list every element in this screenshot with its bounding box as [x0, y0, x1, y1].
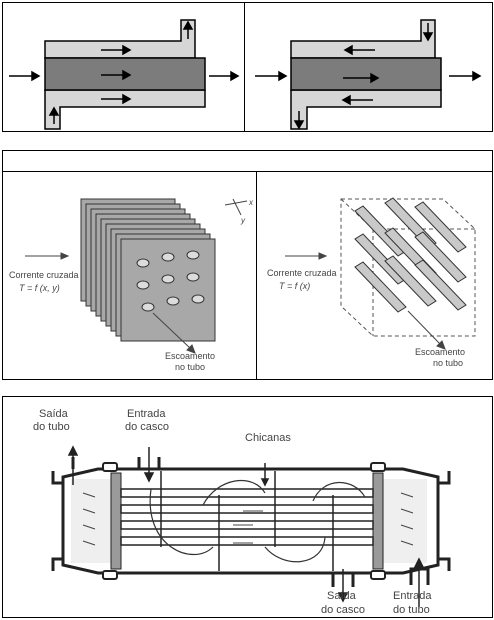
tube-flow-label-right-2: no tubo	[433, 358, 463, 368]
shell-outlet-label-2: do casco	[321, 604, 365, 616]
tube-outlet-label-1: Saída	[39, 408, 69, 420]
tube-flow-label-left-2: no tubo	[175, 362, 205, 372]
crossflow-label-left: Corrente cruzada	[9, 270, 79, 280]
tube-flow-label-left: Escoamento	[165, 351, 215, 361]
tube-outlet-label-2: do tubo	[33, 421, 70, 433]
crossflow-panel: x y Corrente cruzada T = f (x, y) Escoam…	[2, 150, 493, 380]
axis-y-label: y	[240, 216, 246, 225]
shell-inlet-label-1: Entrada	[127, 408, 166, 420]
tube-inlet-label-1: Entrada	[393, 590, 432, 602]
right-header	[383, 479, 427, 563]
shell-tube-diagram: Saída do tubo Entrada do casco Chicanas …	[3, 397, 493, 618]
counter-flow-diagram	[245, 3, 493, 132]
crossflow-diagrams: x y Corrente cruzada T = f (x, y) Escoam…	[3, 151, 493, 380]
tube-cylinders	[355, 198, 466, 312]
parallel-flow-diagram	[3, 3, 245, 132]
shell-outlet-label-1: Saída	[327, 590, 357, 602]
formula-left: T = f (x, y)	[19, 283, 60, 293]
formula-right: T = f (x)	[279, 281, 310, 291]
inner-channel	[291, 58, 441, 90]
tube-inlet-label-2: do tubo	[393, 604, 430, 616]
baffles-label: Chicanas	[245, 432, 291, 444]
tube-flow-label-right: Escoamento	[415, 347, 465, 357]
outer-channel-bottom	[291, 90, 441, 129]
left-header	[71, 479, 111, 563]
tube-sheet-left	[111, 473, 121, 569]
counter-flow-panel	[244, 2, 493, 132]
crossflow-label-right: Corrente cruzada	[267, 268, 337, 278]
axis-x-label: x	[248, 198, 254, 207]
tube-sheet-right	[373, 473, 383, 569]
shell-tube-panel: Saída do tubo Entrada do casco Chicanas …	[2, 396, 493, 618]
parallel-flow-panel	[2, 2, 245, 132]
finned-tube-stack	[81, 199, 215, 341]
outer-channel-top	[291, 20, 435, 58]
outer-channel-top	[45, 20, 195, 58]
shell-inlet-label-2: do casco	[125, 421, 169, 433]
axis-gizmo	[225, 199, 247, 215]
